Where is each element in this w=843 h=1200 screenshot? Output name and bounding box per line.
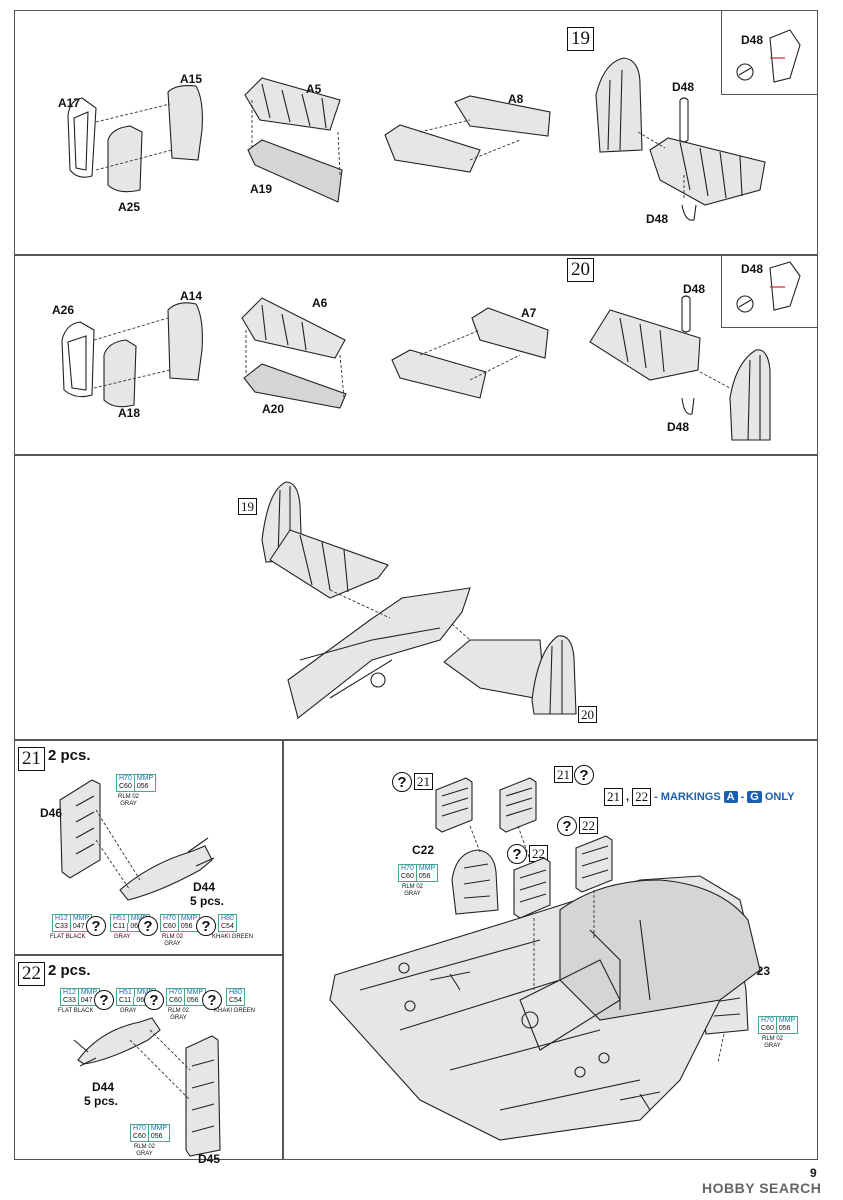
detail-inset-20 (721, 255, 818, 328)
ref-step-21: 21 (414, 773, 433, 790)
color-name-khaki-green: KHAKI GREEN (214, 1008, 256, 1014)
step-19-panel (14, 10, 818, 255)
watermark-logo: HOBBY SEARCH (702, 1180, 822, 1196)
ref-step-22: 22 (579, 817, 598, 834)
question-mark-icon: ? (507, 844, 527, 864)
question-mark-icon: ? (138, 916, 158, 936)
part-a18-label: A18 (118, 406, 141, 420)
part-d44-qty-label: 5 pcs. (84, 1094, 119, 1108)
part-a8-label: A8 (508, 92, 524, 106)
part-d48-label: D48 (646, 212, 669, 226)
rack-install-panel (283, 740, 818, 1160)
step-20-panel (14, 255, 818, 455)
color-name-flat-black: FLAT BLACK (58, 1008, 94, 1014)
markings-note: 21,22 - MARKINGS A-G ONLY (604, 788, 794, 806)
tail-assembly-drawing (261, 481, 577, 719)
part-d48-inset-label: D48 (741, 33, 764, 47)
part-a17-label: A17 (58, 96, 81, 110)
step-22-panel (14, 955, 283, 1160)
ref-step-20: 20 (578, 706, 597, 723)
step-22-drawing (73, 1017, 221, 1157)
part-a19-label: A19 (250, 182, 273, 196)
question-mark-icon: ? (94, 990, 114, 1010)
fuselage-rack-drawing (329, 777, 761, 1141)
step-21-drawing (59, 779, 215, 901)
part-a25-label: A25 (118, 200, 141, 214)
step-21-panel (14, 740, 283, 955)
part-a7-label: A7 (521, 306, 537, 320)
ref-step-21: 21 (554, 766, 573, 783)
color-name-khaki-green: KHAKI GREEN (212, 934, 254, 940)
step-21-quantity: 2 pcs. (48, 747, 91, 764)
question-mark-icon: ? (574, 765, 594, 785)
part-a6-label: A6 (312, 296, 328, 310)
color-code-h80: H80 C54 (226, 988, 245, 1006)
part-d48-inset-label: D48 (741, 262, 764, 276)
part-a26-label: A26 (52, 303, 75, 317)
color-name-gray: GRAY (120, 1008, 137, 1014)
step-19-drawing (67, 29, 801, 221)
part-c22-label: C22 (412, 843, 435, 857)
part-d48-label: D48 (672, 80, 695, 94)
color-name-gray: GRAY (114, 934, 131, 940)
question-mark-icon: ? (144, 990, 164, 1010)
question-mark-icon: ? (202, 990, 222, 1010)
part-a20-label: A20 (262, 402, 285, 416)
detail-inset-19 (721, 10, 818, 95)
part-d46-label: D46 (40, 806, 63, 820)
part-a14-label: A14 (180, 289, 203, 303)
color-code-h80: H80 C54 (218, 914, 237, 932)
step-20-drawing (61, 261, 801, 441)
step-21-number: 21 (18, 747, 45, 771)
step-22-number: 22 (18, 962, 45, 986)
question-mark-icon: ? (392, 772, 412, 792)
step-22-quantity: 2 pcs. (48, 962, 91, 979)
part-d48-label: D48 (667, 420, 690, 434)
part-d45-label: D45 (198, 1152, 221, 1166)
part-d44-label: D44 (193, 880, 216, 894)
question-mark-icon: ? (196, 916, 216, 936)
page-number: 9 (810, 1166, 817, 1180)
step-19-number: 19 (567, 27, 594, 51)
part-d44-qty-label: 5 pcs. (190, 894, 225, 908)
question-mark-icon: ? (86, 916, 106, 936)
question-mark-icon: ? (557, 816, 577, 836)
ref-step-19: 19 (238, 498, 257, 515)
tail-assembly-panel (14, 455, 818, 740)
part-a5-label: A5 (306, 82, 322, 96)
part-d44-label: D44 (92, 1080, 115, 1094)
color-name-flat-black: FLAT BLACK (50, 934, 86, 940)
part-d48-label: D48 (683, 282, 706, 296)
part-a15-label: A15 (180, 72, 203, 86)
step-20-number: 20 (567, 258, 594, 282)
